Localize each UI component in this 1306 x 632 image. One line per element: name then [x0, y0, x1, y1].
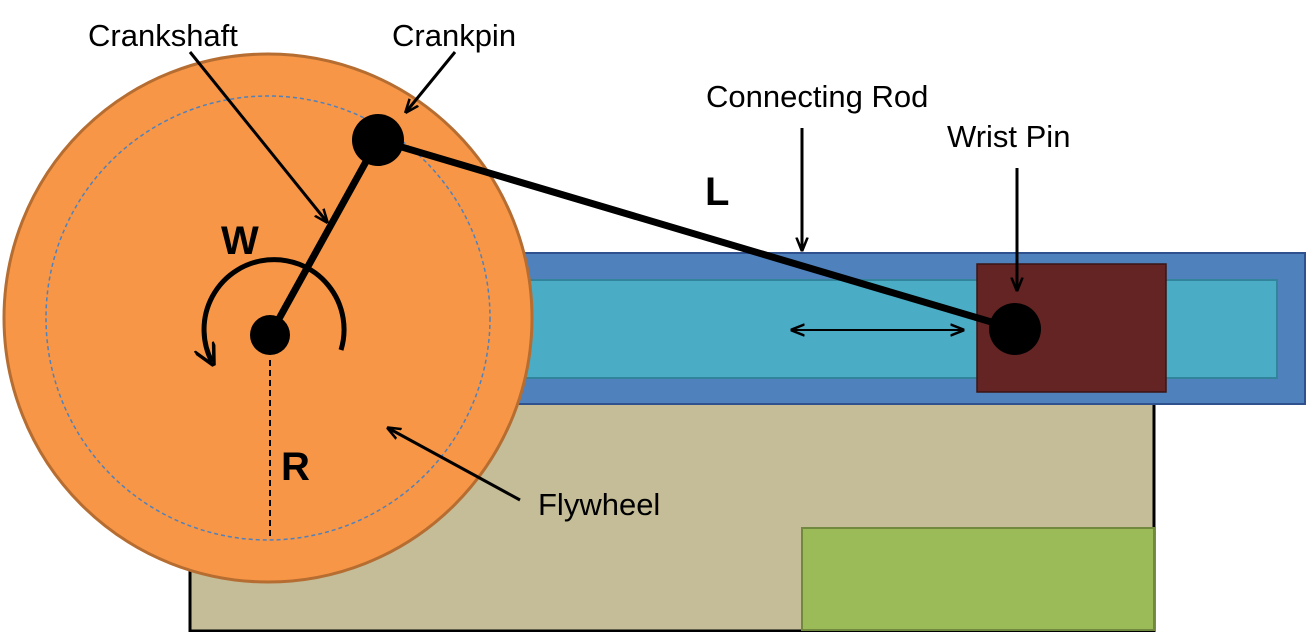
connecting-rod	[377, 136, 1016, 333]
label-crankpin: Crankpin	[392, 18, 516, 53]
wrist-pin	[989, 303, 1041, 355]
crank-circle	[45, 95, 491, 541]
crankpin-pointer	[406, 51, 457, 112]
label-flywheel: Flywheel	[538, 487, 660, 522]
crankshaft-pointer	[188, 51, 327, 222]
label-omega: W	[221, 219, 259, 263]
rotation-arrow	[204, 257, 347, 362]
crankshaft-pin	[250, 315, 290, 355]
green-block	[801, 527, 1155, 631]
crank-arm	[266, 138, 382, 337]
label-radius: R	[281, 445, 310, 489]
label-wrist-pin: Wrist Pin	[947, 119, 1070, 154]
label-connecting-rod: Connecting Rod	[706, 79, 928, 114]
label-crankshaft: Crankshaft	[88, 18, 238, 53]
flywheel-pointer	[388, 428, 521, 502]
crankpin	[352, 114, 404, 166]
label-length: L	[705, 170, 729, 214]
